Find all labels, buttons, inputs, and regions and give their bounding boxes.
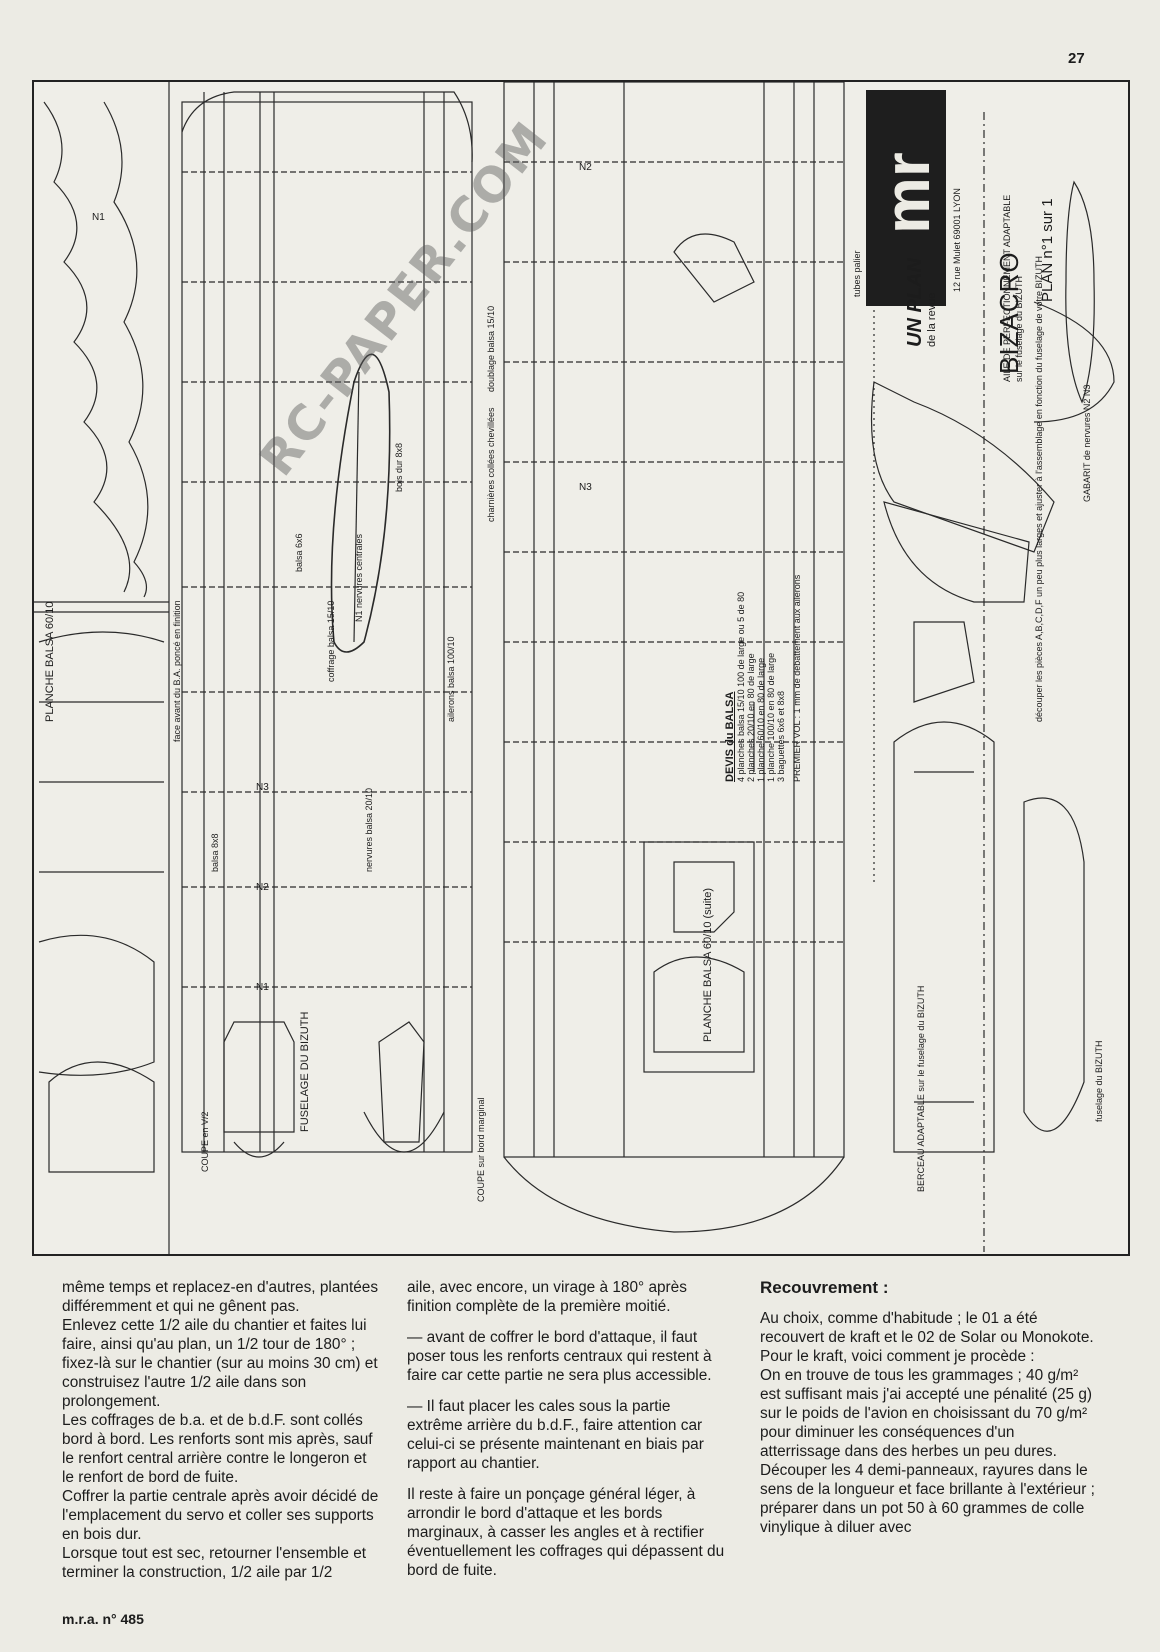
rib-label-n2-b: N2 [579,162,592,173]
address: 12 rue Mulet 69001 LYON [952,188,962,292]
footer-issue: m.r.a. n° 485 [62,1611,144,1627]
mr-logo: mr [866,90,946,306]
fuselage-bizuth-label: FUSELAGE DU BIZUTH [299,1011,311,1132]
balsa-88-label: balsa 8x8 [210,833,220,872]
article-column-3: Recouvrement : Au choix, comme d'habitud… [760,1278,1095,1537]
rib-label-n3-b: N3 [579,482,592,493]
un-plan-title: UN PLAN [904,258,926,347]
article-column-2: aile, avec encore, un virage à 180° aprè… [407,1278,727,1580]
face-avant-label: face avant du B.A. poncé en finition [172,600,182,742]
devis-line-4: 1 planche 100/10 en 80 de large [766,652,776,782]
planche-balsa-suite-label: PLANCHE BALSA 60/10 (suite) [702,887,714,1042]
rib-label-n1-b: N1 [256,982,269,993]
nervures-label: nervures balsa 20/10 [364,787,374,872]
brand-subtitle: de la revue [926,292,938,347]
berceau-label: BERCEAU ADAPTABLE sur le fuselage du BIZ… [916,985,926,1192]
paragraph: Les coffrages de b.a. et de b.d.F. sont … [62,1412,373,1486]
plan-description-2: sur le fuselage du BIZUTH [1014,275,1024,382]
plan-description: AILE DE PERFECTIONNEMENT ADAPTABLE [1002,194,1012,382]
rib-label-n1: N1 [92,212,105,223]
devis-line-2: 2 planches 20/10 en 80 de large [746,653,756,782]
paragraph: Enlevez cette 1/2 aile du chantier et fa… [62,1317,378,1410]
devis-line-3: 1 planche 60/10 en 80 de large [756,657,766,782]
coffrage-label: coffrage balsa 15/10 [326,600,336,682]
rib-label-n3: N3 [256,782,269,793]
plan-linework [34,82,1115,1254]
paragraph: Au choix, comme d'habitude ; le 01 a été… [760,1310,1094,1365]
wing-plan-drawing: mr UN PLAN de la revue 12 rue Mulet 6900… [32,80,1130,1256]
planche-balsa-label: PLANCHE BALSA 60/10 [44,601,56,722]
paragraph: Lorsque tout est sec, retourner l'ensemb… [62,1545,367,1581]
gabarit-label: GABARIT de nervures N2 N3 [1082,384,1092,502]
fuselage-bizuth-small-label: fuselage du BIZUTH [1094,1040,1104,1122]
paragraph: — avant de coffrer le bord d'attaque, il… [407,1329,712,1384]
paragraph: Découper les 4 demi-panneaux, rayures da… [760,1462,1095,1536]
paragraph: On en trouve de tous les grammages ; 40 … [760,1367,1093,1460]
paragraph: Coffrer la partie centrale après avoir d… [62,1488,379,1543]
premier-vol-label: PREMIER VOL : 1 mm de débattement aux ai… [792,574,802,782]
doublage-label: doublage balsa 15/10 [486,305,496,392]
tubes-paliers-label: tubes palier [852,250,862,297]
bois-dur-label: bois dur 8x8 [394,442,404,492]
charnieres-label: charnières collées chevillées [486,407,496,522]
coupe-v2-label: COUPE en V/2 [200,1111,210,1172]
brand-mark: mr [871,152,943,234]
balsa-66-label: balsa 6x6 [294,533,304,572]
coupe-bord-marginal-label: COUPE sur bord marginal [476,1097,486,1202]
rib-label-n2: N2 [256,882,269,893]
paragraph: même temps et replacez-en d'autres, plan… [62,1279,379,1315]
ailerons-label: ailerons balsa 100/10 [446,636,456,722]
devis-line-1: 4 planches balsa 15/10 100 de large ou 5… [736,591,746,782]
page-number: 27 [1068,50,1085,67]
nervures-centrales-label: N1 nervures centrales [354,533,364,622]
paragraph: — Il faut placer les cales sous la parti… [407,1398,704,1472]
section-heading: Recouvrement : [760,1278,889,1297]
devis-title: DEVIS du BALSA [724,691,736,782]
paragraph: aile, avec encore, un virage à 180° aprè… [407,1279,687,1315]
devis-line-5: 3 baguettes 6x6 et 8x8 [776,690,786,782]
decouper-label: découper les pièces A,B,C,D,F un peu plu… [1034,256,1044,722]
paragraph: Il reste à faire un ponçage général lége… [407,1486,725,1579]
article-column-1: même temps et replacez-en d'autres, plan… [62,1278,382,1582]
